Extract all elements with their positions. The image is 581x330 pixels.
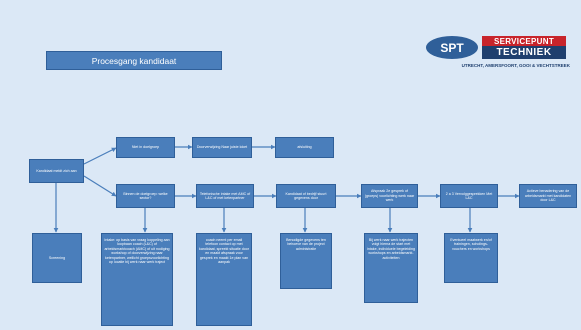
node-actieve-benadering: Actieve benadering van de arbeidsmarkt m… <box>519 184 577 208</box>
node-eventueel-detail: Eventueel maatwerk en/of trainingen, sch… <box>444 233 498 283</box>
node-vervolggesprekken: 2 a 3 Vervolggesprekken Met L&C <box>440 184 498 208</box>
node-intake-detail: Intake: op basis van vraag koppeling aan… <box>101 233 173 326</box>
logo-line2: TECHNIEK <box>482 46 566 59</box>
node-screening: Screening <box>32 233 82 283</box>
arrow-start-to-binnen-doelgroep <box>83 175 117 197</box>
logo-line1: SERVICEPUNT <box>482 36 566 47</box>
node-coach-detail: coach neemt per email telefoon contact o… <box>196 233 252 326</box>
node-kandidaat-meldt: Kandidaat meldt zich aan <box>29 159 84 183</box>
node-afsluiting: afsluiting <box>275 137 334 158</box>
node-telefonische-intake: Telefonische intake met AMC of L&C of me… <box>196 184 254 208</box>
arrow-start-to-niet-doelgroep <box>83 147 117 165</box>
node-doorverwijzing: Doorverwijzing Naar juiste loket <box>192 137 252 158</box>
logo-tagline: UTRECHT, AMERSFOORT, GOOI & VECHTSTREEK <box>461 63 570 68</box>
diagram-title: Procesgang kandidaat <box>46 51 222 70</box>
spt-logo-mark: SPT <box>426 36 478 59</box>
node-niet-in-doelgroep: Niet in doelgroep <box>116 137 175 158</box>
node-gegevens-detail: Benodigde gegevens ten behoeve van de pr… <box>280 233 332 289</box>
node-binnen-doelgroep: Binnen de doelgroep: welke sector? <box>116 184 175 208</box>
node-afspraak: Afspraak 2e gesprek of (groeps) voorlich… <box>361 184 418 208</box>
node-werk-detail: Bij werk naar werk trajecten volgt hiern… <box>364 233 418 303</box>
node-kandidaat-bedrijf: Kandidaat of bedrijf stuurt gegevens doo… <box>276 184 336 208</box>
